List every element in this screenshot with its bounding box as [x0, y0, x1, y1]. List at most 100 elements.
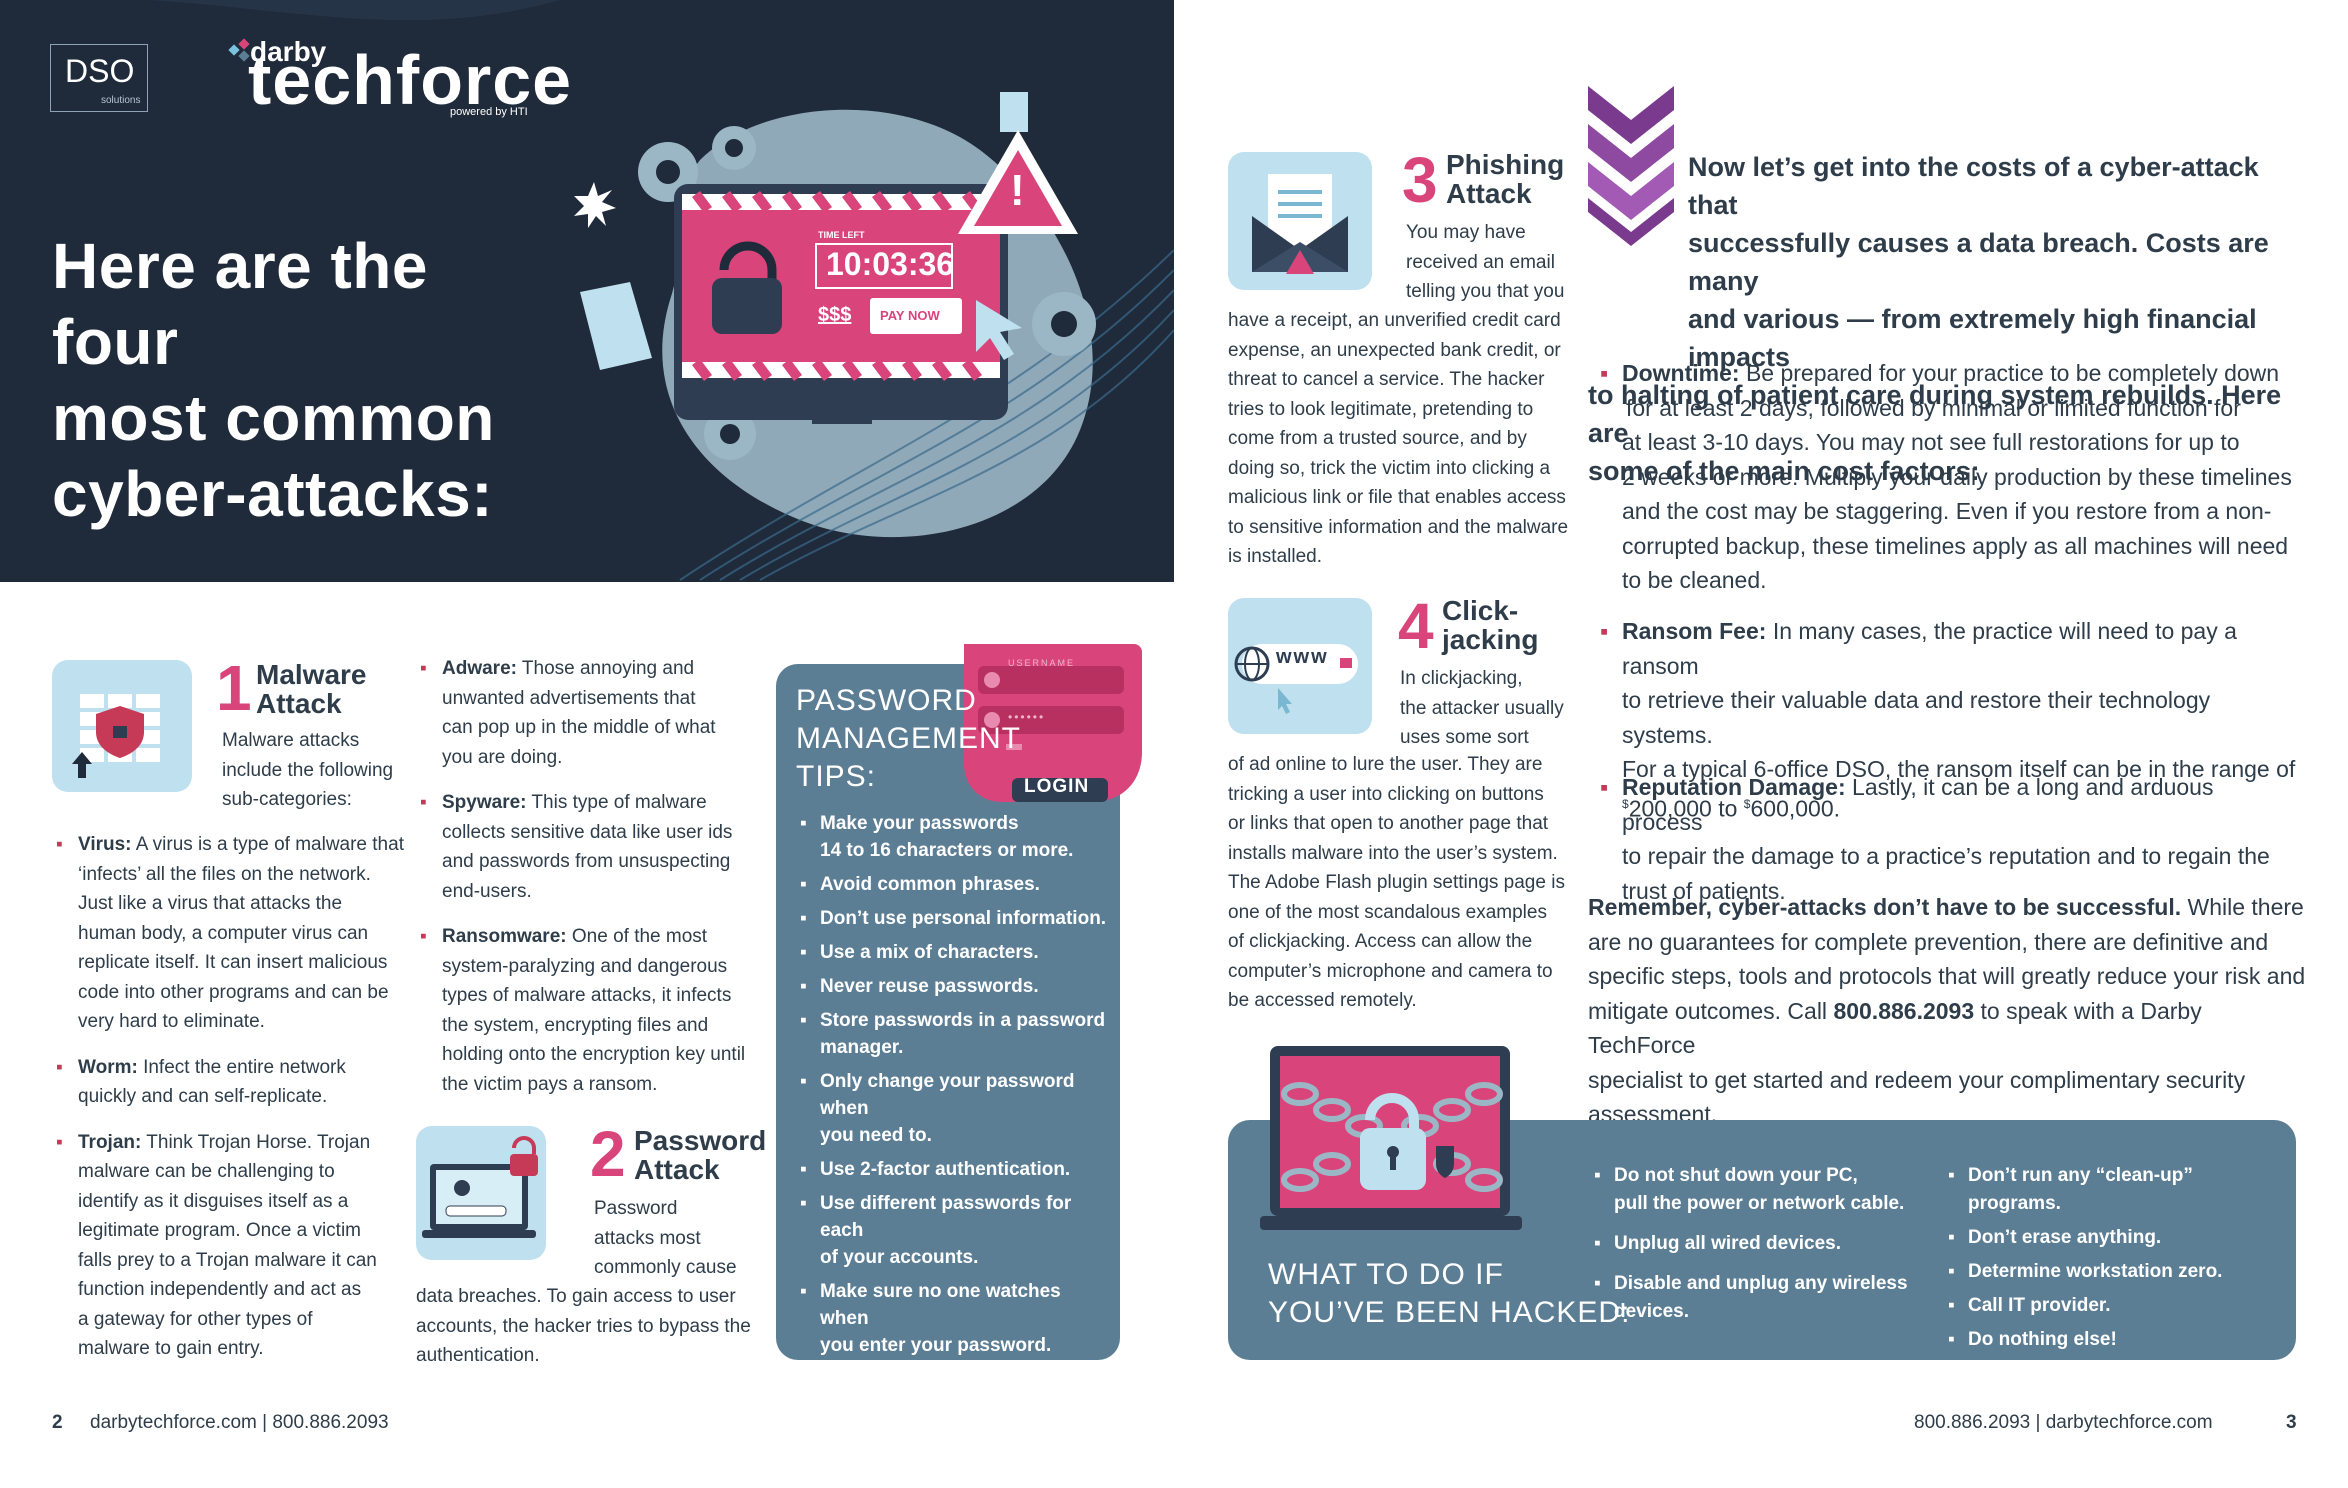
chained-laptop-icon — [1260, 1046, 1522, 1230]
click-text-a: In clickjacking, the attacker usually us… — [1400, 664, 1564, 753]
text-line: collects sensitive data like user ids — [442, 821, 733, 843]
cost-downtime: ▪ Downtime: Be prepared for your practic… — [1600, 356, 2300, 598]
tip-item: Use a mix of characters. — [820, 939, 1110, 966]
hacked-item: Call IT provider. — [1968, 1292, 2288, 1320]
text-line: human body, a computer virus can — [78, 922, 369, 944]
text-line: legitimate program. Once a victim — [78, 1220, 361, 1241]
text-line: to halting of patient care during system… — [1588, 380, 2282, 448]
ransom-dollars: $$$ — [818, 304, 852, 326]
text-line: The Adobe Flash plugin settings page is — [1228, 872, 1565, 893]
text-line: include the following — [222, 759, 394, 781]
malware-icon-tile — [52, 660, 192, 792]
text-line: In many cases, the practice will need to… — [1622, 618, 2237, 679]
text-line: types of malware attacks, it infects — [442, 985, 732, 1006]
text-line: trust of patients. — [1622, 877, 1786, 904]
text-line: This type of malware — [526, 792, 707, 813]
term: Trojan: — [78, 1131, 142, 1153]
text-line: to be cleaned. — [1622, 567, 1767, 593]
text-line: unwanted advertisements that — [442, 687, 696, 709]
text-line: accounts, the hacker tries to bypass the — [416, 1315, 751, 1337]
text-line: and the cost may be staggering. Even if … — [1622, 498, 2272, 524]
password-number: 2 — [590, 1118, 626, 1190]
text-line: end-users. — [442, 880, 532, 902]
text-line: to sensitive information and the malware — [1228, 516, 1569, 538]
heading-line: Phishing — [1446, 149, 1565, 180]
term: Reputation Damage: — [1622, 774, 1846, 800]
text-line: and various — from extremely high financ… — [1688, 304, 2257, 372]
term: Worm: — [78, 1056, 138, 1078]
hacked-heading: WHAT TO DO IF YOU’VE BEEN HACKED: — [1268, 1256, 1630, 1332]
text-line: commonly cause — [594, 1257, 737, 1278]
tip-item: Avoid common phrases. — [820, 871, 1110, 898]
password-field: •••••• — [1008, 710, 1046, 724]
text-line: threat to cancel a service. The hacker — [1228, 369, 1545, 390]
text-line: telling you that you — [1406, 281, 1565, 302]
dso-main-text: DSO — [65, 53, 135, 89]
text-line: can pop up in the middle of what — [442, 717, 716, 738]
text-line: and passwords from unsuspecting — [442, 851, 731, 872]
text-line: of clickjacking. Access can allow the — [1228, 931, 1533, 952]
text-line: Now let’s get into the costs of a cyber-… — [1688, 152, 2259, 220]
text-line: Infect the entire network — [137, 1056, 346, 1078]
hacked-item: Unplug all wired devices. — [1614, 1230, 1934, 1258]
text-line: Just like a virus that attacks the — [78, 893, 343, 914]
text-line: mitigate outcomes. Call — [1588, 997, 1834, 1024]
text-line: successfully causes a data breach. Costs… — [1688, 228, 2269, 296]
login-card-icon — [964, 644, 1142, 802]
malware-heading: Malware Attack — [256, 660, 367, 718]
ransom-timer: 10:03:36 — [826, 246, 955, 282]
text-line: corrupted backup, these timelines apply … — [1622, 532, 2289, 559]
dso-sub-text: solutions — [101, 95, 141, 106]
malware-number: 1 — [216, 652, 252, 724]
text-line: attacks most — [594, 1227, 701, 1249]
text-line: data breaches. To gain access to user — [416, 1286, 736, 1307]
malware-list-right: ▪ Adware: Those annoying and unwanted ad… — [420, 654, 770, 1099]
text-line: the attacker usually — [1400, 697, 1564, 719]
text-line: tricking a user into clicking on buttons — [1228, 783, 1544, 805]
text-line: have a receipt, an unverified credit car… — [1228, 310, 1561, 331]
login-button: LOGIN — [1024, 776, 1090, 797]
text-line: falls prey to a Trojan malware it can — [78, 1249, 377, 1271]
text-line: A virus is a type of malware that — [131, 834, 404, 855]
text-line: specialist to get started and redeem you… — [1588, 1066, 2246, 1093]
time-left-label: TIME LEFT — [818, 230, 865, 240]
term: Adware: — [442, 658, 517, 679]
hacked-list-1: Do not shut down your PC,pull the power … — [1614, 1162, 1934, 1326]
brand-powered-by: powered by HTI — [450, 106, 528, 118]
hacked-list-2: Don’t run any “clean-up” programs. Don’t… — [1968, 1162, 2288, 1354]
title-line: most common — [52, 382, 495, 454]
text-line: 2 weeks or more. Multiply your daily pro… — [1622, 463, 2292, 490]
text-line: uses some sort — [1400, 727, 1529, 748]
shield-icon — [72, 694, 160, 778]
text-line: the system, encrypting files and — [442, 1014, 709, 1036]
closing-paragraph: Remember, cyber-attacks don’t have to be… — [1588, 890, 2308, 1132]
brand-techforce: techforce — [248, 41, 573, 119]
list-item: ▪ Trojan: Think Trojan Horse. Trojan mal… — [56, 1128, 406, 1364]
text-line: identify as it disguises itself as a — [78, 1190, 349, 1212]
tip-item: Use 2-factor authentication. — [820, 1156, 1110, 1183]
heading-line: TIPS: — [796, 760, 877, 793]
title-line: Here are the four — [52, 230, 428, 378]
phishing-text-b: have a receipt, an unverified credit car… — [1228, 306, 1568, 572]
hacked-item: Do not shut down your PC,pull the power … — [1614, 1162, 1934, 1218]
footer-right-text: 800.886.2093 | darbytechforce.com — [1914, 1412, 2213, 1433]
text-line: One of the most — [566, 926, 708, 947]
password-text-a: Password attacks most commonly cause — [594, 1194, 737, 1283]
heading-line: MANAGEMENT — [796, 722, 1022, 755]
text-line: be accessed remotely. — [1228, 990, 1417, 1011]
list-item: ▪ Ransomware: One of the most system-par… — [420, 922, 770, 1099]
list-item: ▪ Worm: Infect the entire network quickl… — [56, 1053, 406, 1112]
term: Ransomware: — [442, 926, 567, 947]
text-line: sub-categories: — [222, 789, 352, 810]
heading-line: Attack — [1446, 178, 1532, 209]
text-line: While there — [2181, 894, 2304, 920]
text-line: come from a trusted source, and by — [1228, 428, 1527, 449]
darby-logo-icon — [228, 38, 250, 62]
text-line: function independently and act as — [78, 1279, 362, 1300]
password-heading: Password Attack — [634, 1126, 766, 1184]
closing-bold: Remember, cyber-attacks don’t have to be… — [1588, 894, 2182, 920]
